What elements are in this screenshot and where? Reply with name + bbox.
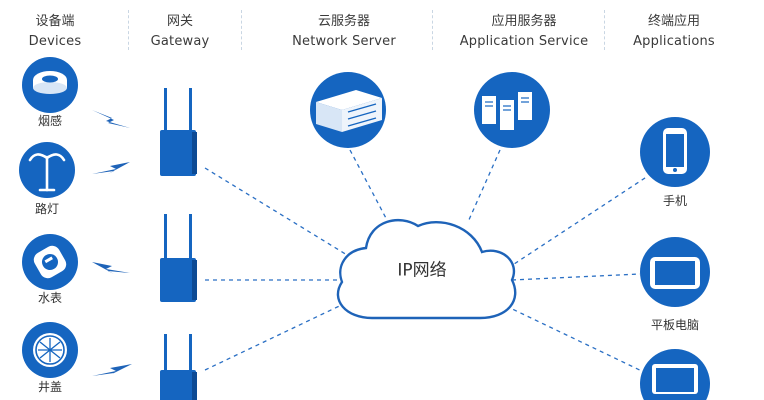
application-server [474,72,550,148]
column-divider [128,10,129,50]
wireless-signal-icon [92,110,130,128]
column-title-en: Devices [28,34,82,49]
column-header-application-service: 应用服务器 Application Service [452,12,596,52]
link-application-server-cloud [467,149,501,223]
terminal-tablet [640,237,710,307]
terminal-label: 平板电脑 [650,318,700,332]
wireless-signal-icon [92,162,130,174]
tablet-icon [650,257,700,289]
column-header-network-server: 云服务器 Network Server [286,12,402,52]
laptop-icon [652,364,698,394]
column-title-zh: 应用服务器 [491,14,557,29]
wireless-signals [92,110,132,376]
smoke-detector-icon [33,71,67,94]
column-title-zh: 网关 [166,14,193,29]
device-street-lamp [19,142,75,198]
cloud-icon [336,218,517,320]
tower-servers-icon [482,92,532,130]
link-cloud-laptop [505,305,649,375]
column-title-zh: 设备端 [35,14,75,29]
street-lamp-icon [28,153,66,192]
server-links [349,149,501,223]
link-gateway1-cloud [204,167,353,259]
gateway-router-icon [160,334,197,400]
column-title-en: Applications [633,34,715,49]
link-cloud-tablet [511,273,641,281]
link-network-server-cloud [349,149,389,223]
column-header-gateway: 网关 Gateway [145,12,215,52]
cloud-label: IP网络 [397,260,447,281]
column-title-en: Network Server [292,34,396,49]
gateway-router-icon [160,214,197,302]
wireless-signal-icon [92,364,132,376]
column-divider [604,10,605,50]
rack-server-icon [316,90,382,132]
gateway-2 [160,214,197,302]
device-smoke-detector [22,57,78,113]
device-label: 井盖 [37,380,63,394]
device-label: 烟感 [37,114,63,128]
gateway-3 [160,334,197,400]
column-header-applications: 终端应用 Applications [628,12,720,52]
gateway-router-icon [160,88,197,176]
column-divider [241,10,242,50]
column-title-zh: 云服务器 [317,14,370,29]
gateway-links [204,167,353,371]
terminal-links [505,175,649,375]
link-cloud-phone [507,175,649,269]
column-divider [432,10,433,50]
terminal-label: 手机 [662,194,688,208]
device-label: 水表 [37,291,63,305]
column-title-zh: 终端应用 [647,14,700,29]
phone-icon [663,128,687,174]
terminal-laptop [640,349,710,400]
water-meter-icon [33,245,67,279]
network-server [310,72,386,148]
terminal-phone [640,117,710,187]
device-label: 路灯 [34,202,60,216]
manhole-cover-icon [33,333,67,367]
device-water-meter [22,234,78,290]
column-header-devices: 设备端 Devices [26,12,84,52]
link-gateway3-cloud [204,299,353,371]
column-title-en: Application Service [459,34,589,49]
device-manhole-cover [22,322,78,378]
wireless-signal-icon [92,262,130,274]
column-title-en: Gateway [150,34,210,49]
gateway-1 [160,88,197,176]
